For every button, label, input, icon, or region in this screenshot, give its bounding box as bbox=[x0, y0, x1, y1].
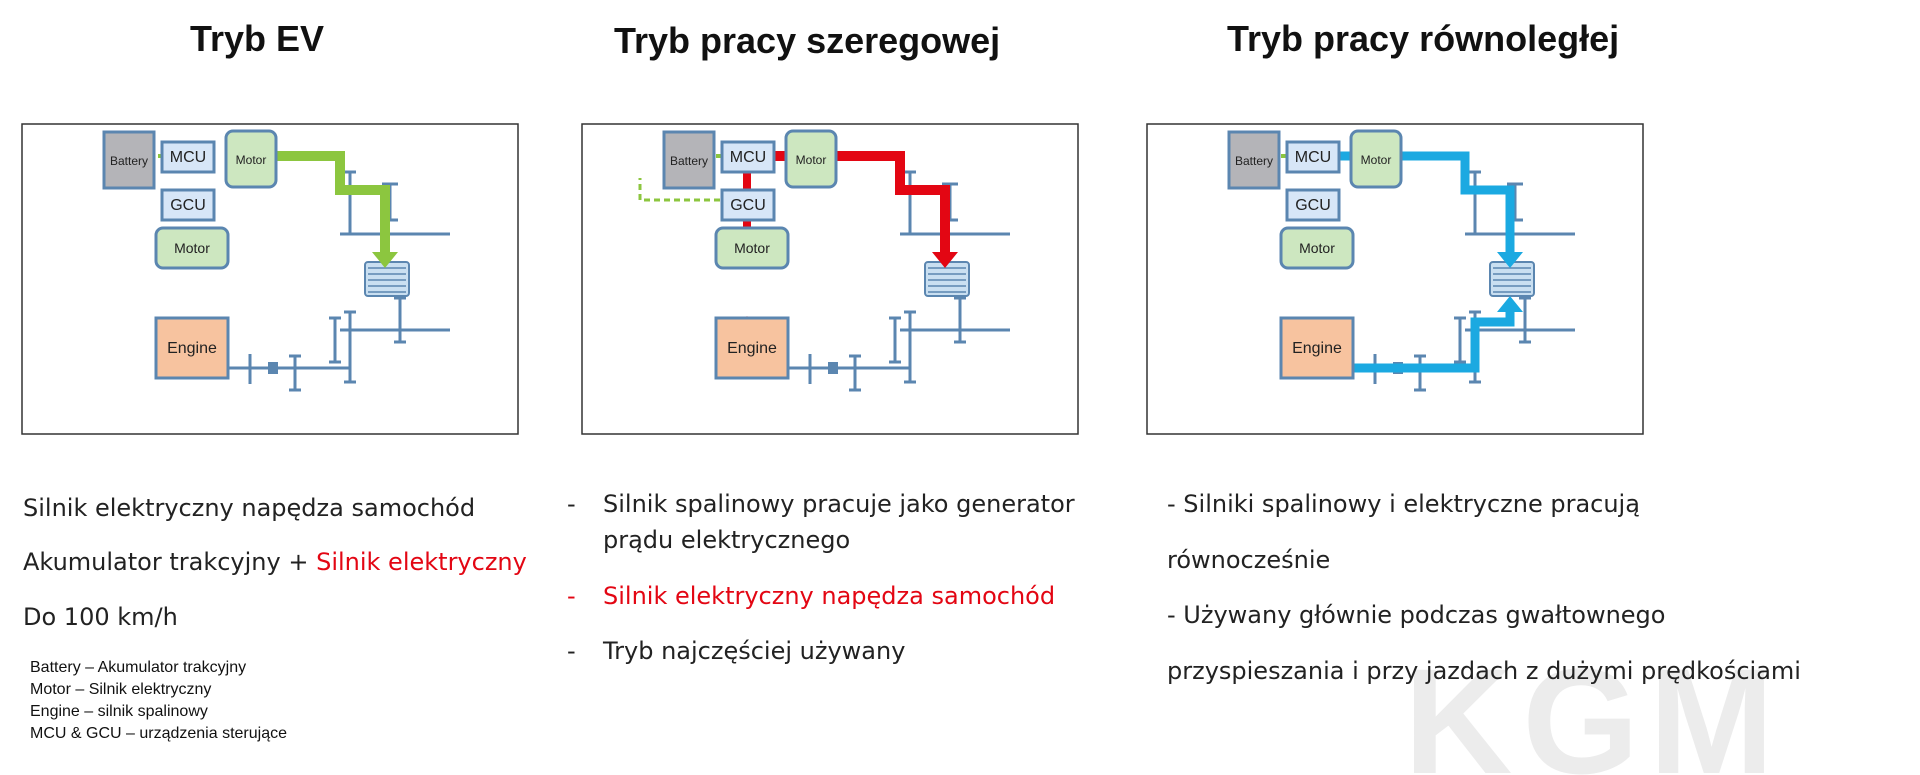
series-bullet-1: -Silnik spalinowy pracuje jako generator bbox=[567, 490, 1075, 518]
series-bullet-1-cont: prądu elektrycznego bbox=[603, 526, 851, 554]
parallel-line-4: przyspieszania i przy jazdach z dużymi p… bbox=[1167, 657, 1801, 685]
gcu-box bbox=[720, 188, 776, 222]
mcu-label: MCU bbox=[1295, 149, 1331, 166]
motor-top-label: Motor bbox=[236, 153, 267, 167]
ev-line-3: Do 100 km/h bbox=[23, 603, 178, 631]
gcu-label: GCU bbox=[170, 197, 206, 214]
motor-top-box bbox=[784, 129, 838, 189]
title-parallel-mode: Tryb pracy równoległej bbox=[1227, 18, 1620, 59]
flow-arrow-head bbox=[1497, 252, 1523, 268]
flow-arrow-head bbox=[1497, 296, 1523, 312]
motor-bottom-box bbox=[1279, 226, 1355, 270]
battery-box bbox=[662, 130, 716, 190]
transmission bbox=[924, 261, 970, 297]
battery-label: Battery bbox=[1235, 154, 1273, 168]
gcu-box bbox=[1285, 188, 1341, 222]
engine-box bbox=[714, 316, 790, 380]
bullet-dash: - bbox=[567, 582, 576, 610]
ev-line-2-prefix: Akumulator trakcyjny + bbox=[23, 548, 317, 576]
motor-top-label: Motor bbox=[1361, 153, 1392, 167]
motor-top-label: Motor bbox=[796, 153, 827, 167]
mcu-box bbox=[720, 140, 776, 174]
motor-bottom-label: Motor bbox=[734, 240, 770, 256]
mcu-label: MCU bbox=[170, 149, 206, 166]
kgm-watermark-logo: KGM bbox=[1404, 655, 1784, 775]
ev-line-1: Silnik elektryczny napędza samochód bbox=[23, 494, 476, 522]
engine-label: Engine bbox=[727, 340, 777, 357]
series-bullet-3: -Tryb najczęściej używany bbox=[567, 637, 906, 665]
legend-item: Engine – silnik spalinowy bbox=[30, 703, 208, 720]
engine-box bbox=[1279, 316, 1355, 380]
motor-bottom-box bbox=[714, 226, 790, 270]
flow-arrow bbox=[638, 178, 730, 202]
motor-top-box bbox=[1349, 129, 1403, 189]
ev-line-2: Akumulator trakcyjny + Silnik elektryczn… bbox=[23, 548, 527, 576]
engine-box bbox=[154, 316, 230, 380]
ev-line-2-highlight: Silnik elektryczny bbox=[316, 548, 527, 576]
parallel-line-1: - Silniki spalinowy i elektryczne pracuj… bbox=[1167, 490, 1640, 518]
transmission bbox=[1489, 261, 1535, 297]
legend-item: MCU & GCU – urządzenia sterujące bbox=[30, 725, 287, 742]
battery-label: Battery bbox=[670, 154, 708, 168]
battery-label: Battery bbox=[110, 154, 148, 168]
motor-bottom-label: Motor bbox=[1299, 240, 1335, 256]
watermark-text: KGM bbox=[1404, 655, 1784, 775]
mcu-box bbox=[1285, 140, 1341, 174]
battery-box bbox=[102, 130, 156, 190]
motor-bottom-label: Motor bbox=[174, 240, 210, 256]
series-bullet-2: -Silnik elektryczny napędza samochód bbox=[567, 582, 1056, 610]
parallel-line-3: - Używany głównie podczas gwałtownego bbox=[1167, 601, 1666, 629]
flow-arrow-head bbox=[932, 252, 958, 268]
battery-box bbox=[1227, 130, 1281, 190]
gcu-label: GCU bbox=[1295, 197, 1331, 214]
flow-arrow bbox=[1335, 151, 1515, 256]
coupling bbox=[268, 362, 278, 374]
abbreviation-legend: Battery – Akumulator trakcyjny Motor – S… bbox=[30, 657, 287, 745]
bullet-dash: - bbox=[567, 490, 576, 518]
engine-label: Engine bbox=[167, 340, 217, 357]
gcu-label: GCU bbox=[730, 197, 766, 214]
coupling bbox=[828, 362, 838, 374]
flow-arrow-head bbox=[372, 252, 398, 268]
title-series-mode: Tryb pracy szeregowej bbox=[614, 20, 1001, 61]
mcu-label: MCU bbox=[730, 149, 766, 166]
title-ev-mode: Tryb EV bbox=[190, 18, 325, 59]
legend-item: Battery – Akumulator trakcyjny bbox=[30, 659, 247, 676]
motor-bottom-box bbox=[154, 226, 230, 270]
bullet-dash: - bbox=[567, 637, 576, 665]
parallel-line-2: równocześnie bbox=[1167, 546, 1331, 574]
engine-label: Engine bbox=[1292, 340, 1342, 357]
flow-arrow bbox=[1353, 308, 1515, 373]
legend-item: Motor – Silnik elektryczny bbox=[30, 681, 212, 698]
gcu-box bbox=[160, 188, 216, 222]
mcu-box bbox=[160, 140, 216, 174]
motor-top-box bbox=[224, 129, 278, 189]
flow-arrow bbox=[272, 151, 390, 256]
transmission bbox=[364, 261, 410, 297]
